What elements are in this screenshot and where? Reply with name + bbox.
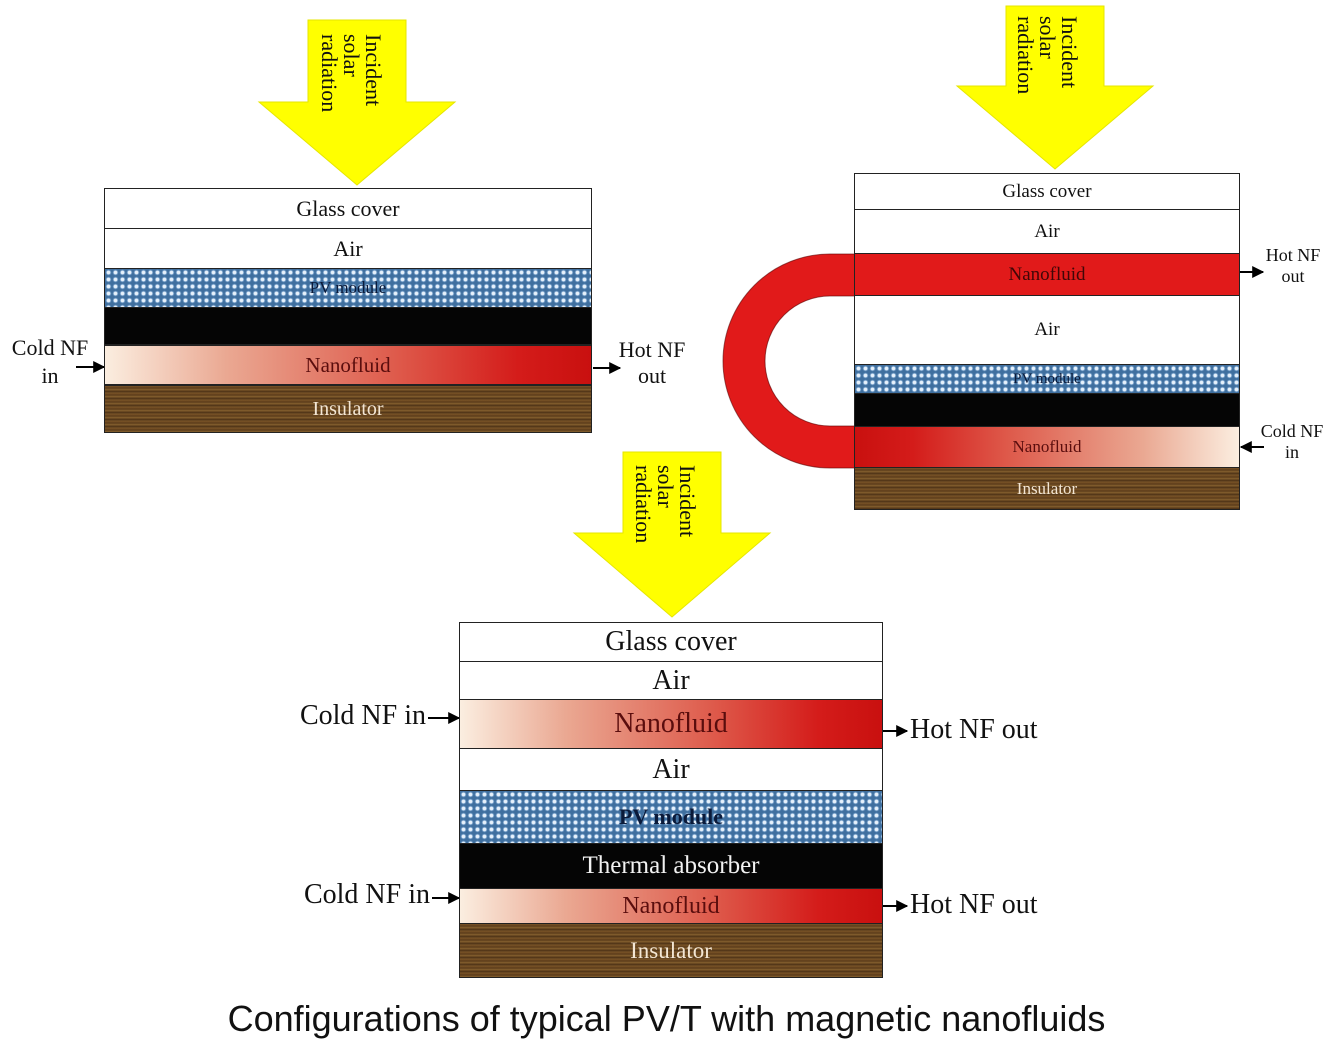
nanofluid-layer-bottom: Nanofluid	[459, 888, 883, 924]
hot-nf-outlet-label: Hot NF out	[618, 337, 686, 388]
air-layer-top: Air	[459, 661, 883, 700]
insulator-layer: Insulator	[459, 923, 883, 978]
pv-module-layer: PV module	[104, 268, 592, 308]
hot-nf-outlet-label: Hot NF out	[1265, 245, 1321, 286]
glass-cover-layer: Glass cover	[854, 173, 1240, 210]
cold-nf-inlet-label-bottom: Cold NF in	[303, 879, 430, 910]
glass-cover-layer: Glass cover	[459, 622, 883, 662]
nanofluid-layer-top: Nanofluid	[459, 699, 883, 749]
pv-module-layer: PV module	[854, 364, 1240, 394]
glass-cover-layer: Glass cover	[104, 188, 592, 229]
solar-radiation-arrow-icon	[257, 19, 457, 186]
nanofluid-layer: Nanofluid	[104, 345, 592, 385]
hot-nf-outlet-label-top: Hot NF out	[910, 714, 1038, 745]
thermal-absorber-layer	[854, 393, 1240, 427]
insulator-layer: Insulator	[854, 467, 1240, 510]
nanofluid-layer-top: Nanofluid	[854, 253, 1240, 296]
hot-nf-outlet-label-bottom: Hot NF out	[910, 889, 1038, 920]
insulator-layer: Insulator	[104, 385, 592, 433]
thermal-absorber-layer	[104, 307, 592, 345]
air-layer-top: Air	[854, 209, 1240, 254]
air-layer-middle: Air	[459, 748, 883, 791]
cold-nf-inlet-label: Cold NF in	[11, 335, 89, 388]
u-bend-pipe-icon	[723, 254, 855, 468]
air-layer: Air	[104, 228, 592, 269]
thermal-absorber-layer: Thermal absorber	[459, 843, 883, 889]
cold-nf-inlet-label: Cold NF in	[1260, 421, 1324, 462]
cold-nf-inlet-label-top: Cold NF in	[299, 700, 426, 731]
solar-radiation-arrow-icon	[572, 451, 772, 618]
figure-caption: Configurations of typical PV/T with magn…	[227, 998, 1106, 1039]
pv-module-layer: PV module	[459, 790, 883, 844]
air-layer-middle: Air	[854, 295, 1240, 365]
nanofluid-layer-bottom: Nanofluid	[854, 426, 1240, 468]
solar-radiation-arrow-icon	[955, 5, 1155, 170]
